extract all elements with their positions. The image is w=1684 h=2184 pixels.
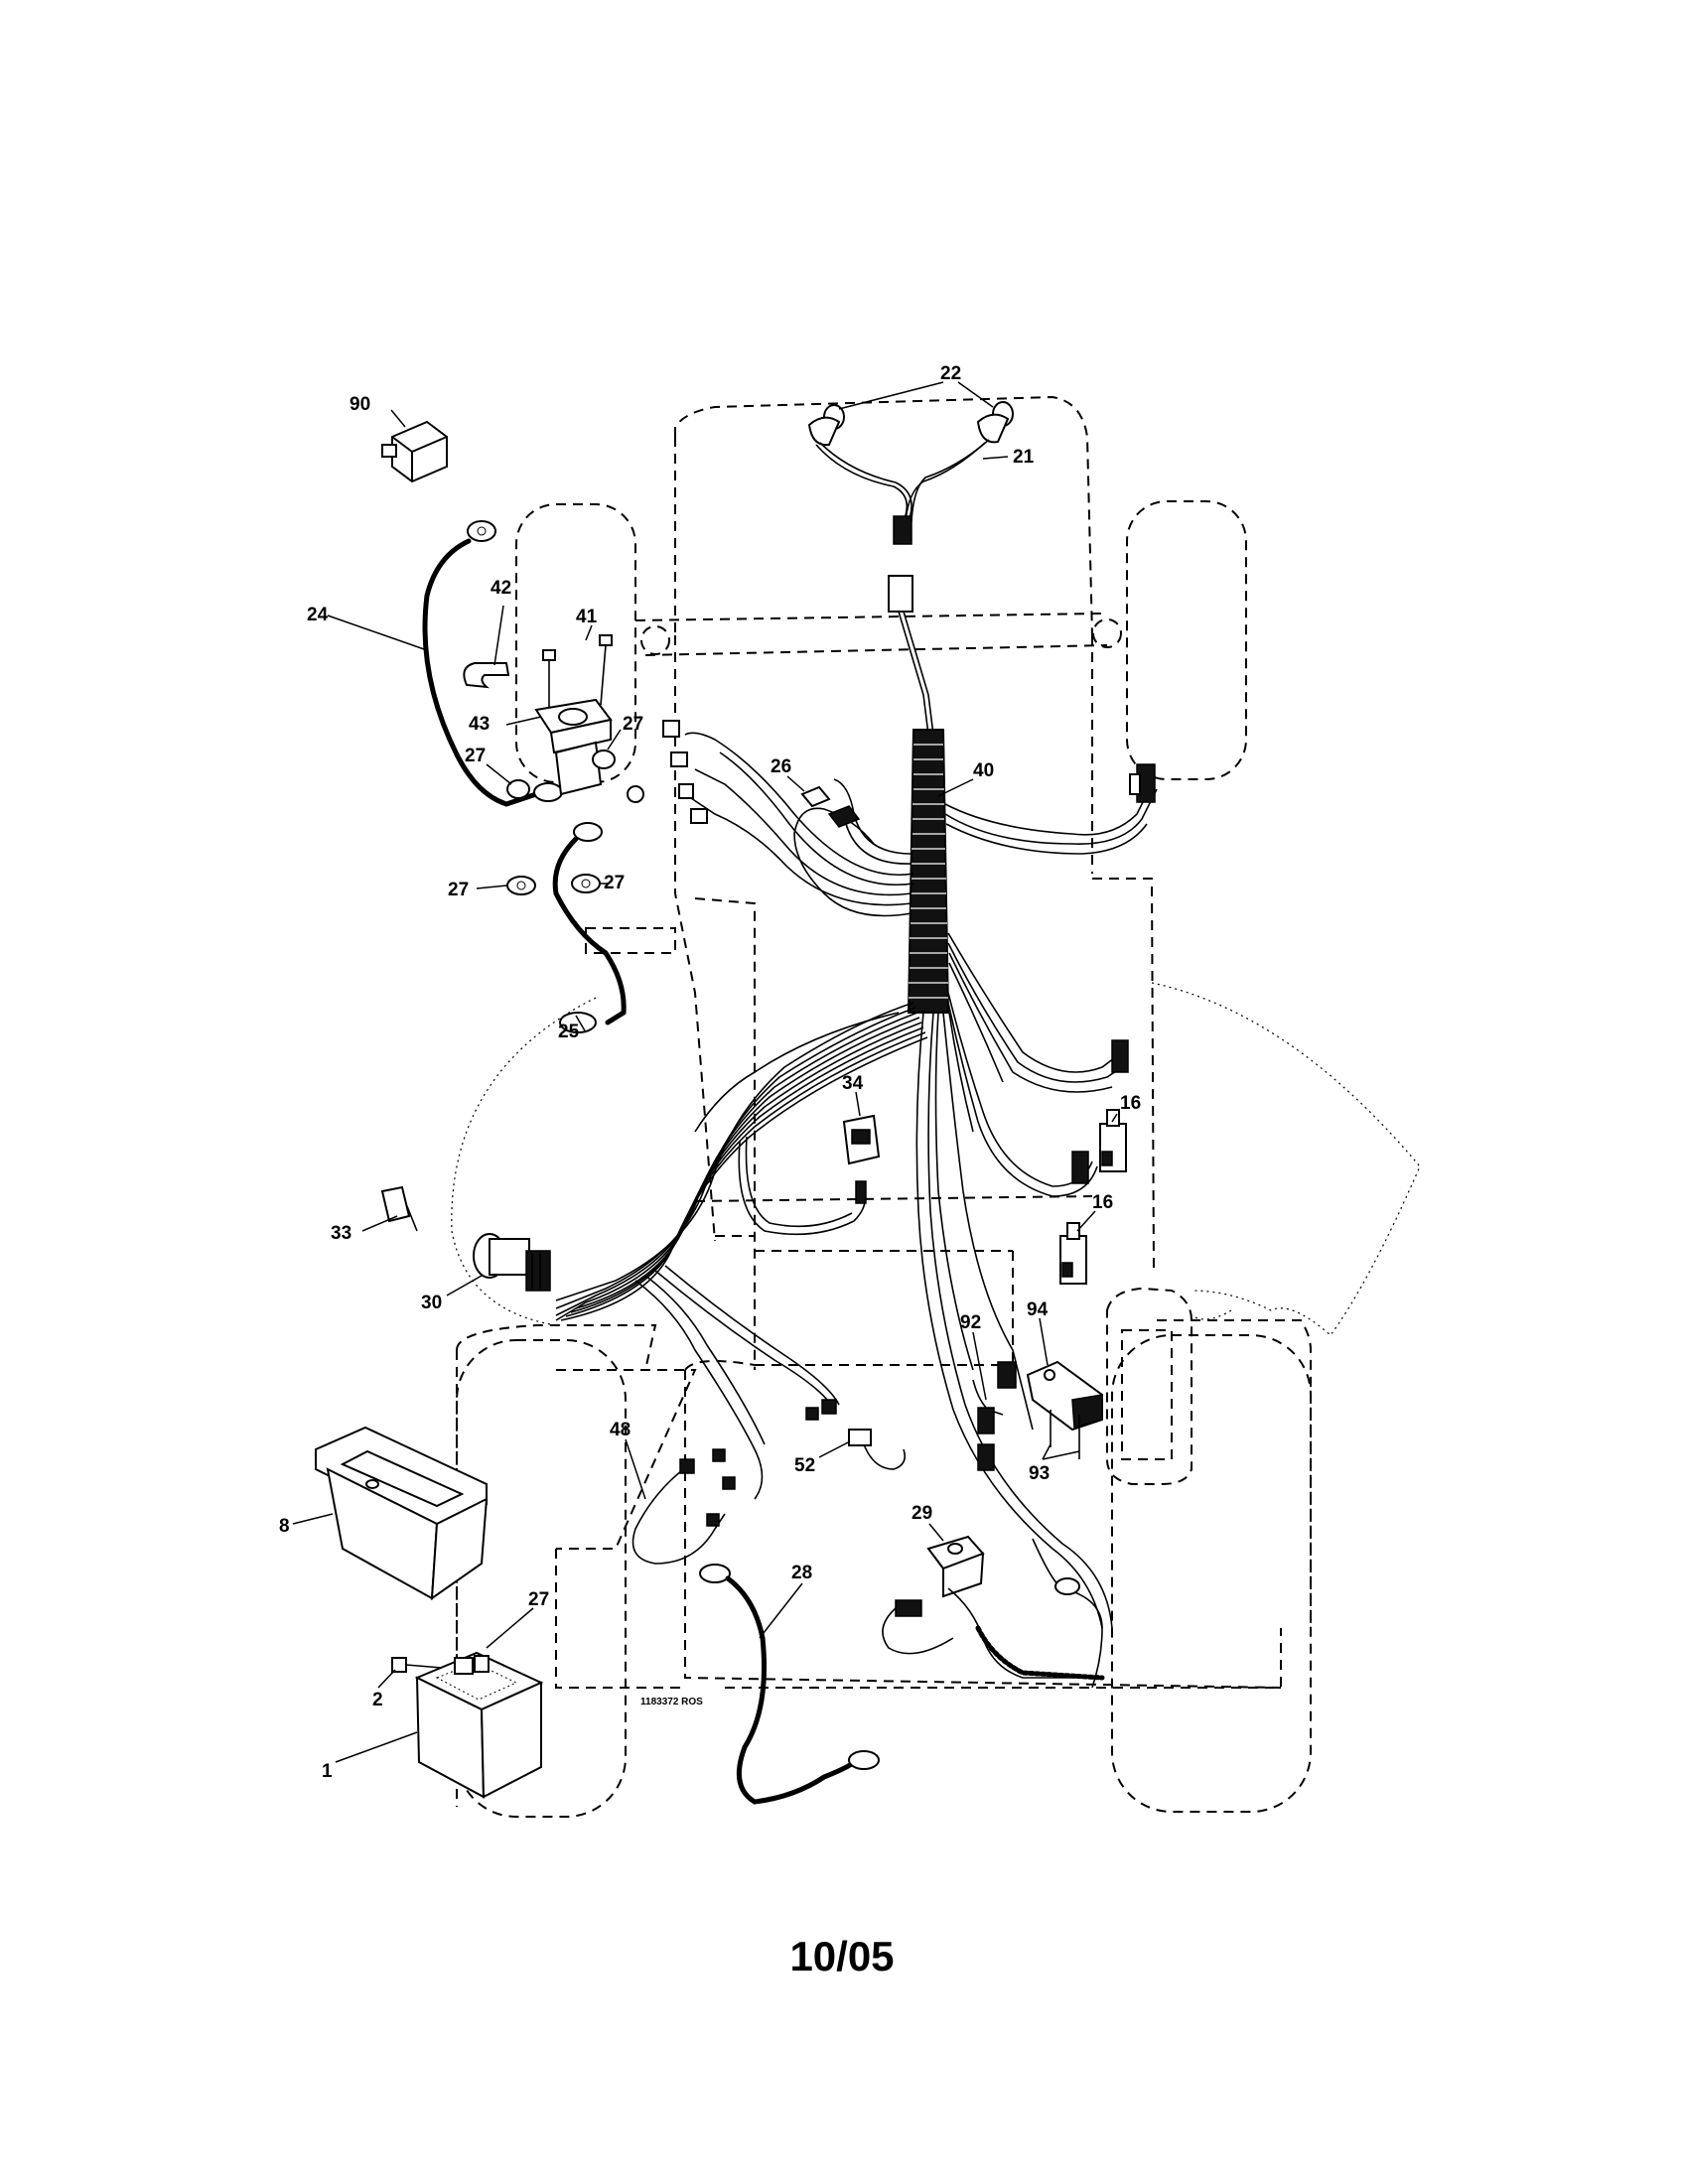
leader-lines [292,381,1118,1763]
harness-clips [627,720,708,824]
callout-34: 34 [842,1073,864,1094]
part-2-bolt [391,1655,490,1675]
part-26-connectors [800,785,861,828]
part-48-harness [632,1448,736,1565]
callout-26: 26 [771,756,791,777]
part-41-bolts [542,634,613,715]
callout-41: 41 [576,607,598,627]
callout-40: 40 [973,760,994,781]
fender-outline [451,982,1421,1336]
callout-27-lower-left: 27 [448,880,469,900]
part-33-key [380,1185,418,1232]
callout-27-upper-right: 27 [623,714,643,735]
part-16-switch-lower [1059,1222,1087,1285]
part-24-cable [422,520,563,807]
callout-22: 22 [940,363,961,384]
part-harness-to-pto [1032,1538,1103,1629]
callout-28: 28 [791,1563,812,1583]
callout-33: 33 [331,1223,351,1244]
part-43-solenoid [534,698,613,796]
part-29-seat-switch [882,1535,1105,1681]
callout-27-lower-right: 27 [604,873,625,893]
callout-16-upper: 16 [1120,1093,1141,1114]
callout-30: 30 [421,1293,442,1313]
part-1-battery [414,1651,544,1799]
part-94-switch-bracket [1026,1360,1103,1432]
callout-93: 93 [1029,1463,1050,1484]
callout-48: 48 [610,1420,631,1440]
footer-date: 10/05 [789,1933,894,1979]
part-90-switch [381,420,448,483]
part-28-ground-cable [699,1564,880,1805]
callout-27-battery: 27 [528,1589,549,1610]
part-25-cable [552,822,627,1033]
callout-21: 21 [1013,447,1035,468]
part-34-switch [842,1114,881,1165]
part-92-connector [972,1361,1017,1471]
part-52-connector [848,1429,907,1470]
conduit-ribs [909,744,948,999]
callout-8: 8 [279,1516,290,1537]
part-42-clamp [463,662,510,689]
callout-43: 43 [469,714,490,735]
part-16-switch-upper [1099,1109,1127,1172]
part-22-headlights [807,401,1014,447]
drawing-number: 1183372 ROS [640,1697,703,1707]
part-40-main-harness [555,729,1158,1689]
callout-24: 24 [307,605,329,625]
callout-92: 92 [960,1312,981,1333]
callout-29: 29 [912,1503,932,1524]
part-30-ignition-switch [473,1233,551,1292]
callout-27-upper-left: 27 [465,746,486,766]
callout-42: 42 [491,578,511,599]
callout-94: 94 [1027,1299,1049,1320]
callout-labels: 90 22 21 42 41 24 43 27 27 27 27 26 40 2… [279,363,1141,1782]
callout-52: 52 [794,1455,815,1476]
part-21-headlight-harness [815,439,990,736]
callout-25: 25 [558,1022,580,1042]
callout-90: 90 [350,394,370,415]
callout-2: 2 [372,1690,383,1710]
callout-16-lower: 16 [1092,1192,1113,1213]
callout-1: 1 [322,1761,333,1782]
part-8-battery-tray [315,1426,489,1601]
part-27-nuts [506,750,616,895]
